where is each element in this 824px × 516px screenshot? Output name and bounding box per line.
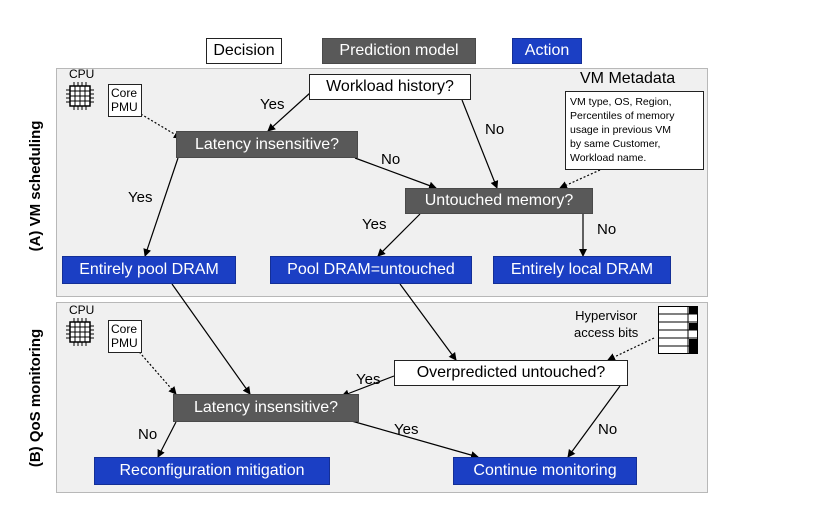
edge-untouched-yes: [377, 213, 421, 257]
legend-prediction-model: Prediction model: [322, 38, 476, 64]
vm-metadata-title: VM Metadata: [580, 70, 676, 87]
edge-label-yes: Yes: [260, 96, 285, 113]
node-entirely-pool-dram: Entirely pool DRAM: [62, 256, 236, 284]
metadata-line: usage in previous VM: [570, 124, 671, 136]
metadata-line: Workload name.: [570, 152, 647, 164]
vm-metadata-box: VM type, OS, Region, Percentiles of memo…: [565, 91, 704, 170]
edge-hypervisor-to-overpredicted: [607, 337, 655, 361]
edge-label-no: No: [485, 121, 505, 138]
hypervisor-line-2: access bits: [574, 325, 639, 340]
legend-action: Action: [512, 38, 582, 64]
edge-latency-no: [354, 157, 437, 190]
core-pmu-b: Core PMU: [108, 320, 142, 353]
edge-untouched-to-overpredicted: [399, 283, 457, 361]
edge-history-no: [461, 99, 499, 189]
edge-metadata-to-untouched: [559, 169, 601, 189]
edge-overpredicted-no: [567, 385, 621, 458]
access-bits-grid-icon: [658, 306, 698, 354]
node-latency-insensitive-b: Latency insensitive?: [173, 394, 359, 422]
metadata-line: by same Customer,: [570, 138, 661, 150]
edge-pool-to-latency-b: [171, 283, 251, 395]
edge-latency-yes: [143, 157, 179, 257]
legend-decision: Decision: [206, 38, 282, 64]
node-continue-monitoring: Continue monitoring: [453, 457, 637, 485]
node-overpredicted-untouched: Overpredicted untouched?: [394, 360, 628, 386]
edge-label-yes: Yes: [362, 216, 387, 233]
node-pool-dram-untouched: Pool DRAM=untouched: [270, 256, 472, 284]
core-pmu-a: Core PMU: [108, 84, 142, 117]
edge-overpredicted-yes: [341, 375, 395, 398]
cpu-chip-icon: [66, 318, 94, 346]
edge-latency-b-yes: [347, 419, 479, 459]
pmu-line-1: Core: [111, 86, 138, 100]
node-latency-insensitive-a: Latency insensitive?: [176, 131, 358, 158]
cpu-label-a: CPU: [69, 67, 95, 81]
edge-latency-b-no: [157, 421, 177, 458]
edge-label-no: No: [598, 421, 618, 438]
node-entirely-local-dram: Entirely local DRAM: [493, 256, 671, 284]
hypervisor-label: Hypervisor access bits: [574, 307, 638, 341]
node-reconfiguration-mitigation: Reconfiguration mitigation: [94, 457, 330, 485]
edge-label-yes: Yes: [356, 371, 381, 388]
node-untouched-memory: Untouched memory?: [405, 188, 593, 214]
metadata-line: VM type, OS, Region,: [570, 96, 672, 108]
pmu-line-2: PMU: [111, 336, 138, 350]
edge-label-yes: Yes: [128, 189, 153, 206]
edge-pmu-b-to-latency: [133, 345, 177, 395]
pmu-line-2: PMU: [111, 100, 138, 114]
cpu-chip-icon: [66, 82, 94, 110]
edge-history-yes: [267, 92, 311, 132]
edge-label-no: No: [138, 426, 158, 443]
pmu-line-1: Core: [111, 322, 138, 336]
cpu-label-b: CPU: [69, 303, 95, 317]
node-workload-history: Workload history?: [309, 74, 471, 100]
edge-label-no: No: [381, 151, 401, 168]
hypervisor-line-1: Hypervisor: [575, 308, 638, 323]
edge-label-yes: Yes: [394, 421, 419, 438]
metadata-line: Percentiles of memory: [570, 110, 675, 122]
edge-label-no: No: [597, 221, 617, 238]
